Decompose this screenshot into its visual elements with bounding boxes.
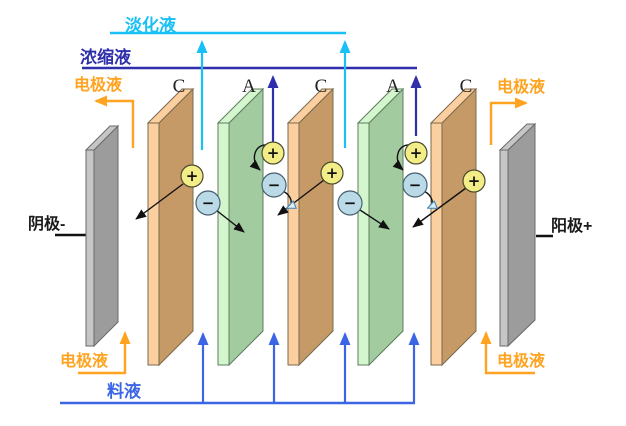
cation-ion-4 bbox=[404, 141, 428, 165]
cation-symbol-5: + bbox=[468, 172, 481, 190]
electrode-solution-outlet-left bbox=[94, 95, 135, 148]
membrane-label-4: A bbox=[386, 76, 400, 97]
membrane-c1-main-face bbox=[158, 87, 194, 367]
cathode-top-face bbox=[84, 125, 120, 151]
anion-ion-2 bbox=[261, 172, 287, 198]
electrode-solution-outlet-right bbox=[489, 97, 528, 145]
membrane-c3-main-face bbox=[441, 87, 477, 367]
anion-ions bbox=[195, 172, 428, 216]
anion-symbol-2: − bbox=[268, 176, 281, 194]
anion-blocked-hook-2 bbox=[423, 190, 432, 208]
anion-symbol-1: − bbox=[202, 194, 215, 212]
membrane-c2-top-face bbox=[286, 88, 335, 124]
membrane-label-5: C bbox=[460, 76, 473, 97]
diluate-label: 淡化液 bbox=[125, 15, 176, 35]
cation-symbol-4: + bbox=[410, 144, 423, 162]
cation-blocked-hook-1 bbox=[249, 144, 268, 171]
membrane-a2-edge-face bbox=[357, 122, 370, 366]
electrode-solution-label-top-right: 电极液 bbox=[497, 77, 546, 96]
cation-through-c3-arrow bbox=[412, 187, 467, 228]
membrane-c3-edge-face bbox=[430, 122, 443, 366]
membrane-c1-edge-face bbox=[147, 122, 160, 366]
cation-ion-2 bbox=[261, 141, 285, 165]
feed-pipe bbox=[60, 332, 420, 405]
membrane-c3 bbox=[429, 87, 478, 367]
electrode-solution-label-bottom-left: 电极液 bbox=[60, 351, 109, 370]
membrane-label-2: A bbox=[242, 76, 256, 97]
membrane-a1-top-face bbox=[216, 88, 265, 124]
membrane-labels: C A C A C bbox=[173, 76, 473, 97]
ion-migration-arrows bbox=[135, 144, 467, 233]
membrane-a1 bbox=[216, 87, 265, 367]
anion-ion-3 bbox=[337, 190, 363, 216]
cation-ion-5 bbox=[462, 169, 486, 193]
ion-symbols: + + + + + − − − − bbox=[186, 144, 481, 212]
electrode-solution-inlet-right bbox=[480, 331, 535, 375]
concentrate-pipe bbox=[82, 66, 422, 143]
anion-through-a1-arrow bbox=[215, 209, 245, 233]
membrane-c2-edge-face bbox=[287, 122, 300, 366]
cathode-plate bbox=[84, 124, 120, 348]
cation-symbol-1: + bbox=[186, 167, 199, 185]
cation-ion-1 bbox=[180, 164, 204, 188]
anode-top-face bbox=[498, 123, 537, 151]
anode-main-face bbox=[507, 122, 536, 348]
cation-through-c1-arrow bbox=[135, 183, 184, 220]
cation-through-c2-arrow bbox=[277, 179, 325, 216]
membrane-a1-main-face bbox=[228, 87, 264, 367]
diluate-pipe bbox=[110, 31, 351, 150]
membrane-label-3: C bbox=[315, 76, 328, 97]
electrode-wires bbox=[55, 233, 553, 238]
membrane-a2 bbox=[356, 87, 405, 367]
cation-ion-3 bbox=[320, 161, 344, 185]
feed-label: 料液 bbox=[107, 381, 141, 401]
cation-ions bbox=[180, 141, 486, 193]
electrode-solution-label-top-left: 电极液 bbox=[74, 75, 123, 94]
anode-edge-face bbox=[499, 149, 509, 347]
concentrate-label: 浓缩液 bbox=[80, 47, 131, 67]
membrane-c1-top-face bbox=[146, 88, 195, 124]
membrane-c1 bbox=[146, 87, 195, 367]
electrode-solution-label-bottom-right: 电极液 bbox=[497, 351, 546, 370]
anion-through-a2-arrow bbox=[359, 209, 390, 230]
cation-symbol-3: + bbox=[326, 164, 339, 182]
anion-ion-4 bbox=[402, 172, 428, 198]
membrane-label-1: C bbox=[173, 76, 186, 97]
membrane-a1-edge-face bbox=[217, 122, 230, 366]
membrane-c2-main-face bbox=[298, 87, 334, 367]
membrane-c3-top-face bbox=[429, 88, 478, 124]
electrode-solution-pipes bbox=[78, 95, 535, 375]
anion-ion-1 bbox=[195, 190, 221, 216]
anion-symbol-4: − bbox=[409, 176, 422, 194]
membrane-a2-top-face bbox=[356, 88, 405, 124]
anion-blocked-hook-1 bbox=[282, 190, 291, 208]
membrane-c2 bbox=[286, 87, 335, 367]
cation-symbol-2: + bbox=[267, 144, 280, 162]
anode-label: 阳极+ bbox=[551, 216, 592, 235]
cation-blocked-hook-2 bbox=[392, 144, 411, 171]
cathode-main-face bbox=[93, 124, 119, 348]
electrode-solution-inlet-left bbox=[78, 331, 131, 375]
cathode-edge-face bbox=[85, 149, 95, 347]
cathode-label: 阴极- bbox=[28, 214, 65, 233]
anode-plate bbox=[498, 122, 537, 348]
anion-symbol-3: − bbox=[344, 194, 357, 212]
